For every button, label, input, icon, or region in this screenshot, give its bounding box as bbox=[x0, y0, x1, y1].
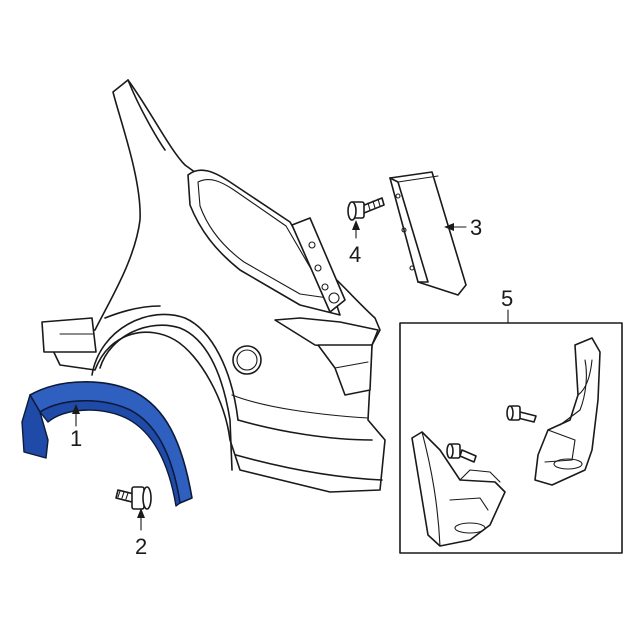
trim-panel-part-3[interactable] bbox=[389, 171, 467, 296]
callout-label-2: 2 bbox=[135, 534, 147, 559]
bolt-part-4[interactable] bbox=[347, 197, 385, 221]
callout-label-1: 1 bbox=[70, 426, 82, 451]
flap-screw-b[interactable] bbox=[446, 443, 477, 463]
callout-label-4: 4 bbox=[349, 242, 361, 267]
screw-part-2[interactable] bbox=[115, 486, 152, 510]
callout-5: 5 bbox=[501, 286, 513, 324]
callout-label-5: 5 bbox=[501, 286, 513, 311]
mud-flap-front[interactable] bbox=[411, 431, 506, 547]
callout-label-3: 3 bbox=[470, 215, 482, 240]
callout-1: 1 bbox=[70, 404, 82, 451]
quarter-panel bbox=[41, 79, 386, 493]
mud-flap-kit-box bbox=[399, 322, 623, 554]
mud-flap-rear[interactable] bbox=[534, 337, 601, 486]
callout-3: 3 bbox=[444, 215, 482, 240]
flap-screw-a[interactable] bbox=[506, 405, 537, 423]
wheel-opening-molding[interactable] bbox=[21, 381, 193, 507]
callout-2: 2 bbox=[135, 508, 147, 559]
callout-4: 4 bbox=[349, 220, 361, 267]
